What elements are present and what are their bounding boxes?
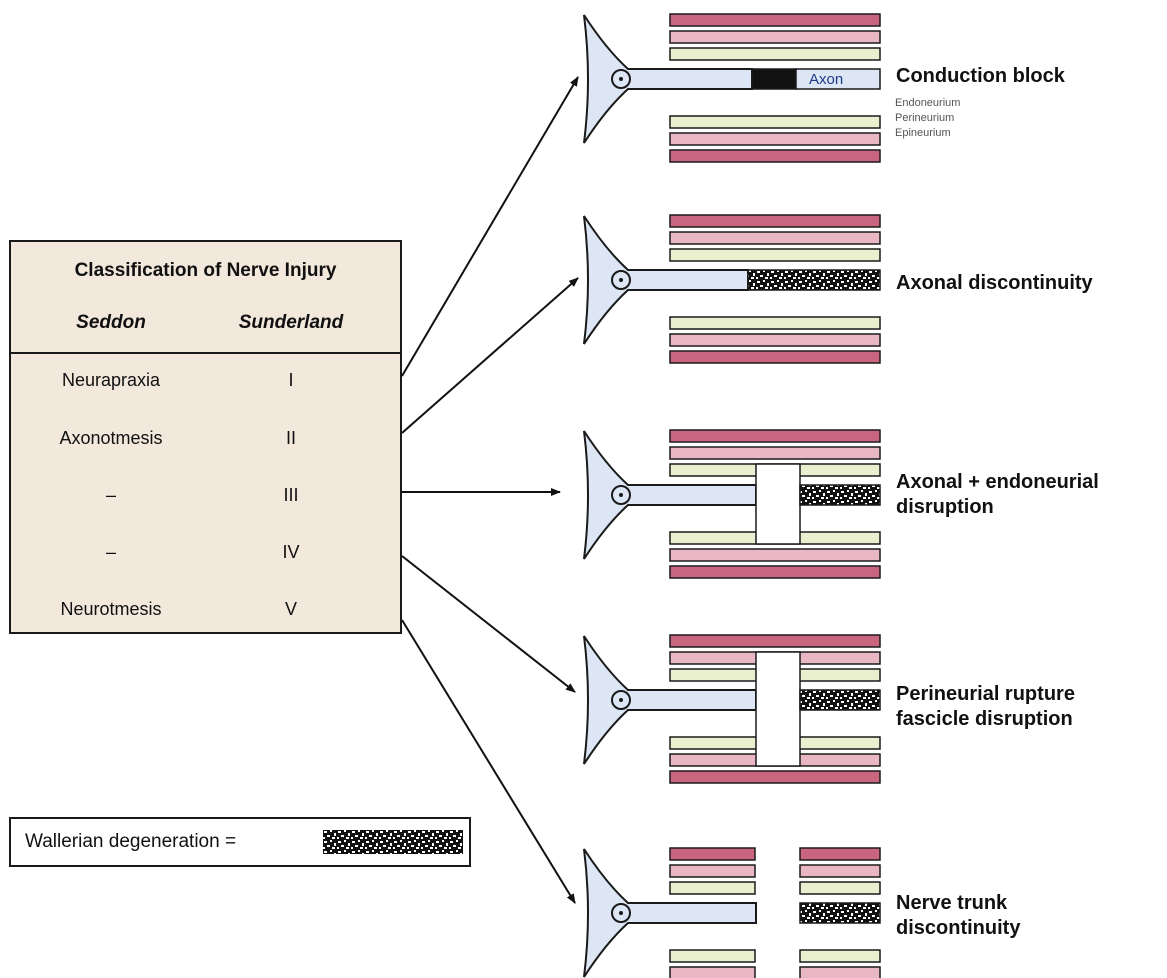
table-title: Classification of Nerve Injury [74,260,337,281]
injury-label-5: Nerve trunk discontinuity [896,891,1020,941]
nerve-5-sheath-left-5 [669,966,756,978]
injury-label-3-line1: Axonal + endoneurial [896,471,1099,493]
nerve-2-sheath-3 [669,248,881,262]
sunderland-cell-2: II [285,428,296,448]
arrow-2 [401,277,579,434]
nerve-1-block [751,68,797,90]
nerve-4-nucleolus [619,698,623,702]
nerve-diagram-4 [583,634,881,784]
nerve-4-nucleus [611,690,631,710]
perineurium-label: Perineurium [895,112,955,124]
nerve-5-sheath-left-3 [669,881,756,895]
nerve-4-cell-body [583,635,757,765]
nerve-2-sheath-2 [669,231,881,245]
nerve-2-sheath-6 [669,350,881,364]
nerve-4-degeneration [799,689,881,711]
nerve-3-sheath-5 [669,548,881,562]
seddon-header: Seddon [76,312,146,333]
arrow-4 [401,555,576,693]
nerve-1-sheath-2 [669,30,881,44]
epineurium-label: Epineurium [895,127,951,139]
sunderland-cell-3: III [283,485,299,505]
nerve-1-nucleus [611,69,631,89]
seddon-cell-5: Neurotmesis [60,599,162,619]
wallerian-swatch [323,830,463,854]
nerve-1-cell-body [583,14,753,144]
wallerian-legend: Wallerian degeneration = [9,817,471,867]
injury-label-4-line2: fascicle disruption [896,708,1073,730]
nerve-3-cell-body [583,430,757,560]
nerve-1-sheath-3 [669,47,881,61]
nerve-5-sheath-left-4 [669,949,756,963]
injury-label-5-line1: Nerve trunk [896,892,1008,914]
nerve-5-sheath-right-2 [799,864,881,878]
nerve-1-sheath-5 [669,132,881,146]
injury-label-3-line2: disruption [896,496,994,518]
axon-label: Axon [809,71,843,88]
nerve-5-sheath-right-1 [799,847,881,861]
injury-label-2-line1: Axonal discontinuity [896,272,1093,294]
injury-label-5-line2: discontinuity [896,917,1021,939]
nerve-diagram-1: Axon [583,13,881,163]
nerve-5-sheath-right-3 [799,881,881,895]
injury-label-1: Conduction block [896,64,1065,89]
nerve-3-sheath-6 [669,565,881,579]
nerve-4-sheath-6 [669,770,881,784]
seddon-cell-3: – [105,485,116,505]
nerve-5-nucleus [611,903,631,923]
nerve-2-sheath-4 [669,316,881,330]
nerve-2-nucleolus [619,278,623,282]
nerve-1-sheath-6 [669,149,881,163]
nerve-4-sheath-1 [669,634,881,648]
nerve-3-sheath-1 [669,429,881,443]
table-divider [11,352,400,354]
nerve-3-nucleus [611,485,631,505]
nerve-1-sheath-1 [669,13,881,27]
injury-label-4: Perineurial rupture fascicle disruption [896,682,1075,732]
sunderland-cell-4: IV [282,542,300,562]
nerve-1-sheath-4 [669,115,881,129]
nerve-5-sheath-left-1 [669,847,756,861]
injury-label-1-line1: Conduction block [896,65,1065,87]
nerve-2-sheath-5 [669,333,881,347]
seddon-cell-1: Neurapraxia [61,370,161,390]
arrow-5 [401,619,576,904]
nerve-5-sheath-right-5 [799,966,881,978]
sunderland-cell-1: I [288,370,294,390]
nerve-3-gap [755,463,801,545]
nerve-5-sheath-right-4 [799,949,881,963]
nerve-3-sheath-2 [669,446,881,460]
endoneurium-label: Endoneurium [895,97,961,109]
nerve-diagram-2 [583,214,881,364]
nerve-3-nucleolus [619,493,623,497]
arrow-1 [401,76,579,377]
wallerian-legend-label: Wallerian degeneration = [25,831,237,852]
seddon-cell-2: Axonotmesis [59,428,163,448]
nerve-5-degeneration [799,902,881,924]
nerve-2-degeneration [747,269,881,291]
nerve-3-degeneration [799,484,881,506]
nerve-2-nucleus [611,270,631,290]
nerve-5-nucleolus [619,911,623,915]
seddon-cell-4: – [105,542,116,562]
nerve-diagram-5 [583,847,881,978]
nerve-2-cell-body [583,215,749,345]
nerve-4-gap [755,651,801,767]
nerve-5-sheath-left-2 [669,864,756,878]
nerve-1-nucleolus [619,77,623,81]
injury-label-2: Axonal discontinuity [896,271,1093,296]
injury-label-3: Axonal + endoneurial disruption [896,470,1099,520]
injury-label-4-line1: Perineurial rupture [896,683,1075,705]
classification-table: Classification of Nerve Injury Seddon Su… [9,240,402,634]
sunderland-header: Sunderland [238,312,344,333]
nerve-1-axon-distal [795,68,881,90]
nerve-2-sheath-1 [669,214,881,228]
nerve-5-cell-body [583,848,757,978]
sunderland-cell-5: V [284,599,297,619]
nerve-diagram-3 [583,429,881,579]
